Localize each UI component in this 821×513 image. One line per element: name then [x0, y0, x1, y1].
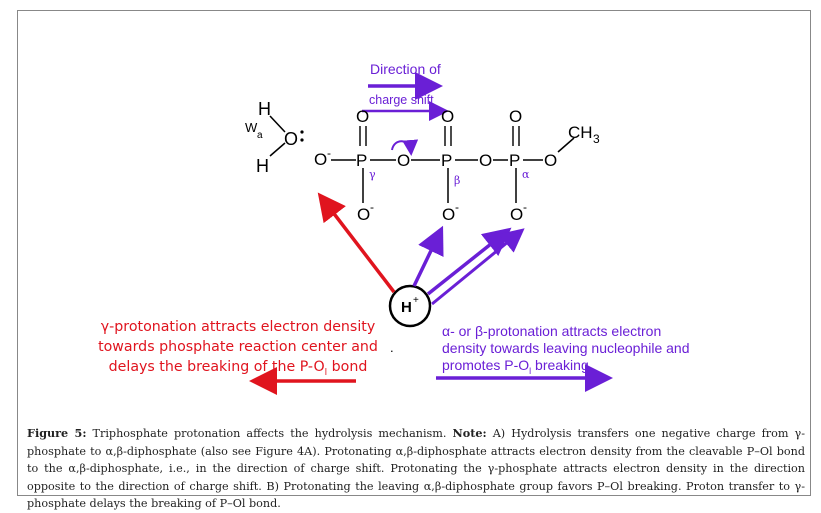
- mechanism-diagram: H H O W a O - P O P O P O CH 3 O O O O -…: [245, 72, 613, 395]
- bridge-o2: O: [479, 151, 492, 170]
- w-label: W: [245, 120, 258, 135]
- bridge-o1: O: [397, 151, 410, 170]
- purple-note-line-1: α- or β-protonation attracts electron: [442, 323, 662, 339]
- o-top-gamma: O: [356, 107, 369, 126]
- o-top-alpha: O: [509, 107, 522, 126]
- alpha-protonation-arrow-2: [431, 228, 525, 306]
- red-note-line-1: γ-protonation attracts electron density: [100, 319, 376, 335]
- ch3-subscript: 3: [593, 132, 600, 146]
- direction-label: Direction of: [370, 61, 441, 77]
- charge-shift-label: charge shift: [369, 93, 434, 107]
- p-alpha: P: [509, 151, 520, 170]
- curved-arrow: [391, 139, 419, 156]
- caption-body: A) Hydrolysis transfers one negative cha…: [27, 427, 805, 510]
- alpha-protonation-arrow: [426, 227, 512, 296]
- proton-label: H: [401, 299, 412, 316]
- caption-note-label: Note:: [452, 426, 487, 440]
- p-gamma: P: [356, 151, 367, 170]
- water-bond-top: [269, 115, 286, 133]
- o-bottom-alpha: O: [510, 205, 523, 224]
- red-note-line-3-end: bond: [331, 359, 368, 375]
- bond-to-ch3: [557, 137, 575, 153]
- alpha-label: α: [522, 168, 530, 181]
- gamma-protonation-arrow: [317, 192, 396, 294]
- o-bottom-gamma: O: [357, 205, 370, 224]
- o-bottom-beta-charge: -: [455, 200, 459, 214]
- stray-dot: .: [390, 340, 394, 355]
- o-minus-left: O: [314, 150, 327, 169]
- o-bottom-beta: O: [442, 205, 455, 224]
- caption-title: Triphosphate protonation affects the hyd…: [92, 427, 447, 440]
- red-note-line-2: towards phosphate reaction center and: [98, 339, 378, 355]
- water-bond-bottom: [269, 142, 286, 157]
- water-h-top: H: [258, 99, 271, 119]
- lone-pair-dot: [300, 130, 304, 134]
- o-bottom-alpha-charge: -: [523, 200, 527, 214]
- o-top-beta: O: [441, 107, 454, 126]
- purple-note-line-3-end: breaking: [535, 357, 589, 373]
- gamma-label: γ: [369, 168, 376, 181]
- gamma-protonation-note: γ-protonation attracts electron density …: [96, 317, 380, 383]
- o-minus-left-charge: -: [327, 146, 331, 160]
- figure-frame: [17, 10, 811, 496]
- purple-note-line-3: promotes P-Ol breaking: [442, 357, 722, 380]
- beta-protonation-arrow: [412, 225, 444, 287]
- figure-caption: Figure 5: Triphosphate protonation affec…: [27, 425, 805, 513]
- beta-label: β: [454, 174, 460, 187]
- proton-circle: [388, 284, 432, 328]
- caption-label: Figure 5:: [27, 426, 87, 440]
- purple-note-line-3-text: promotes P-O: [442, 357, 530, 373]
- ch3-label: CH: [568, 123, 593, 142]
- o-right: O: [544, 151, 557, 170]
- purple-note-line-2: density towards leaving nucleophile and: [442, 340, 690, 356]
- alpha-beta-protonation-note: α- or β-protonation attracts electron de…: [442, 323, 722, 380]
- water-o: O: [284, 129, 298, 149]
- red-note-line-3-text: delays the breaking of the P-O: [108, 359, 325, 375]
- w-subscript: a: [257, 130, 263, 141]
- red-note-subscript: l: [324, 367, 328, 378]
- water-h-bottom: H: [256, 156, 269, 176]
- purple-note-subscript: l: [529, 365, 532, 376]
- o-bottom-gamma-charge: -: [370, 200, 374, 214]
- p-beta: P: [441, 151, 452, 170]
- lone-pair-dot: [300, 138, 304, 142]
- red-note-line-3: delays the breaking of the P-Ol bond: [96, 357, 380, 383]
- proton-charge: +: [413, 295, 419, 306]
